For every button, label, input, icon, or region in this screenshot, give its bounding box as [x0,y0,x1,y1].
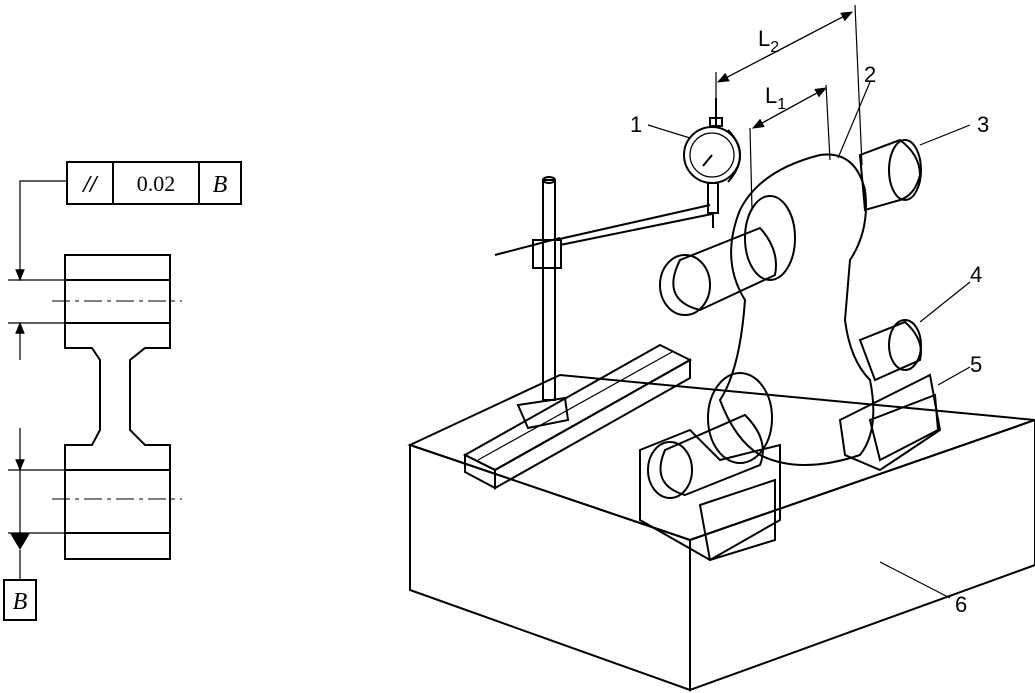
datum-box [3,579,37,621]
l2-label: L2 [758,26,779,56]
callout-6: 6 [955,592,967,617]
measurement-setup: L2 L1 1 2 3 4 5 6 [407,4,1035,692]
datum-triangle-icon [10,533,30,550]
v-block-left [639,428,781,562]
callout-2: 2 [864,62,876,87]
datum-label: B [13,589,28,615]
length-dimensions: L2 L1 [715,4,863,211]
l1-label: L1 [765,83,786,113]
callout-1: 1 [630,112,642,137]
callout-leaders [647,81,971,599]
callout-5: 5 [970,352,982,377]
connecting-rod [707,153,875,466]
callout-4: 4 [970,262,982,287]
parallelism-symbol: // [81,172,99,198]
upper-mandrel [659,138,922,316]
dial-indicator [683,98,741,228]
section-view: // 0.02 B B [3,161,242,621]
leader-line [15,180,67,282]
v-block-right [838,373,942,472]
indicator-stand [494,176,713,430]
lower-mandrel [647,319,922,499]
tolerance-value: 0.02 [137,171,176,196]
connecting-rod-section [52,254,182,560]
tolerance-frame: // 0.02 B [66,161,242,205]
surface-plate [407,373,1035,692]
datum-reference: B [213,172,228,198]
callout-3: 3 [977,112,989,137]
guide-rail [462,343,693,490]
